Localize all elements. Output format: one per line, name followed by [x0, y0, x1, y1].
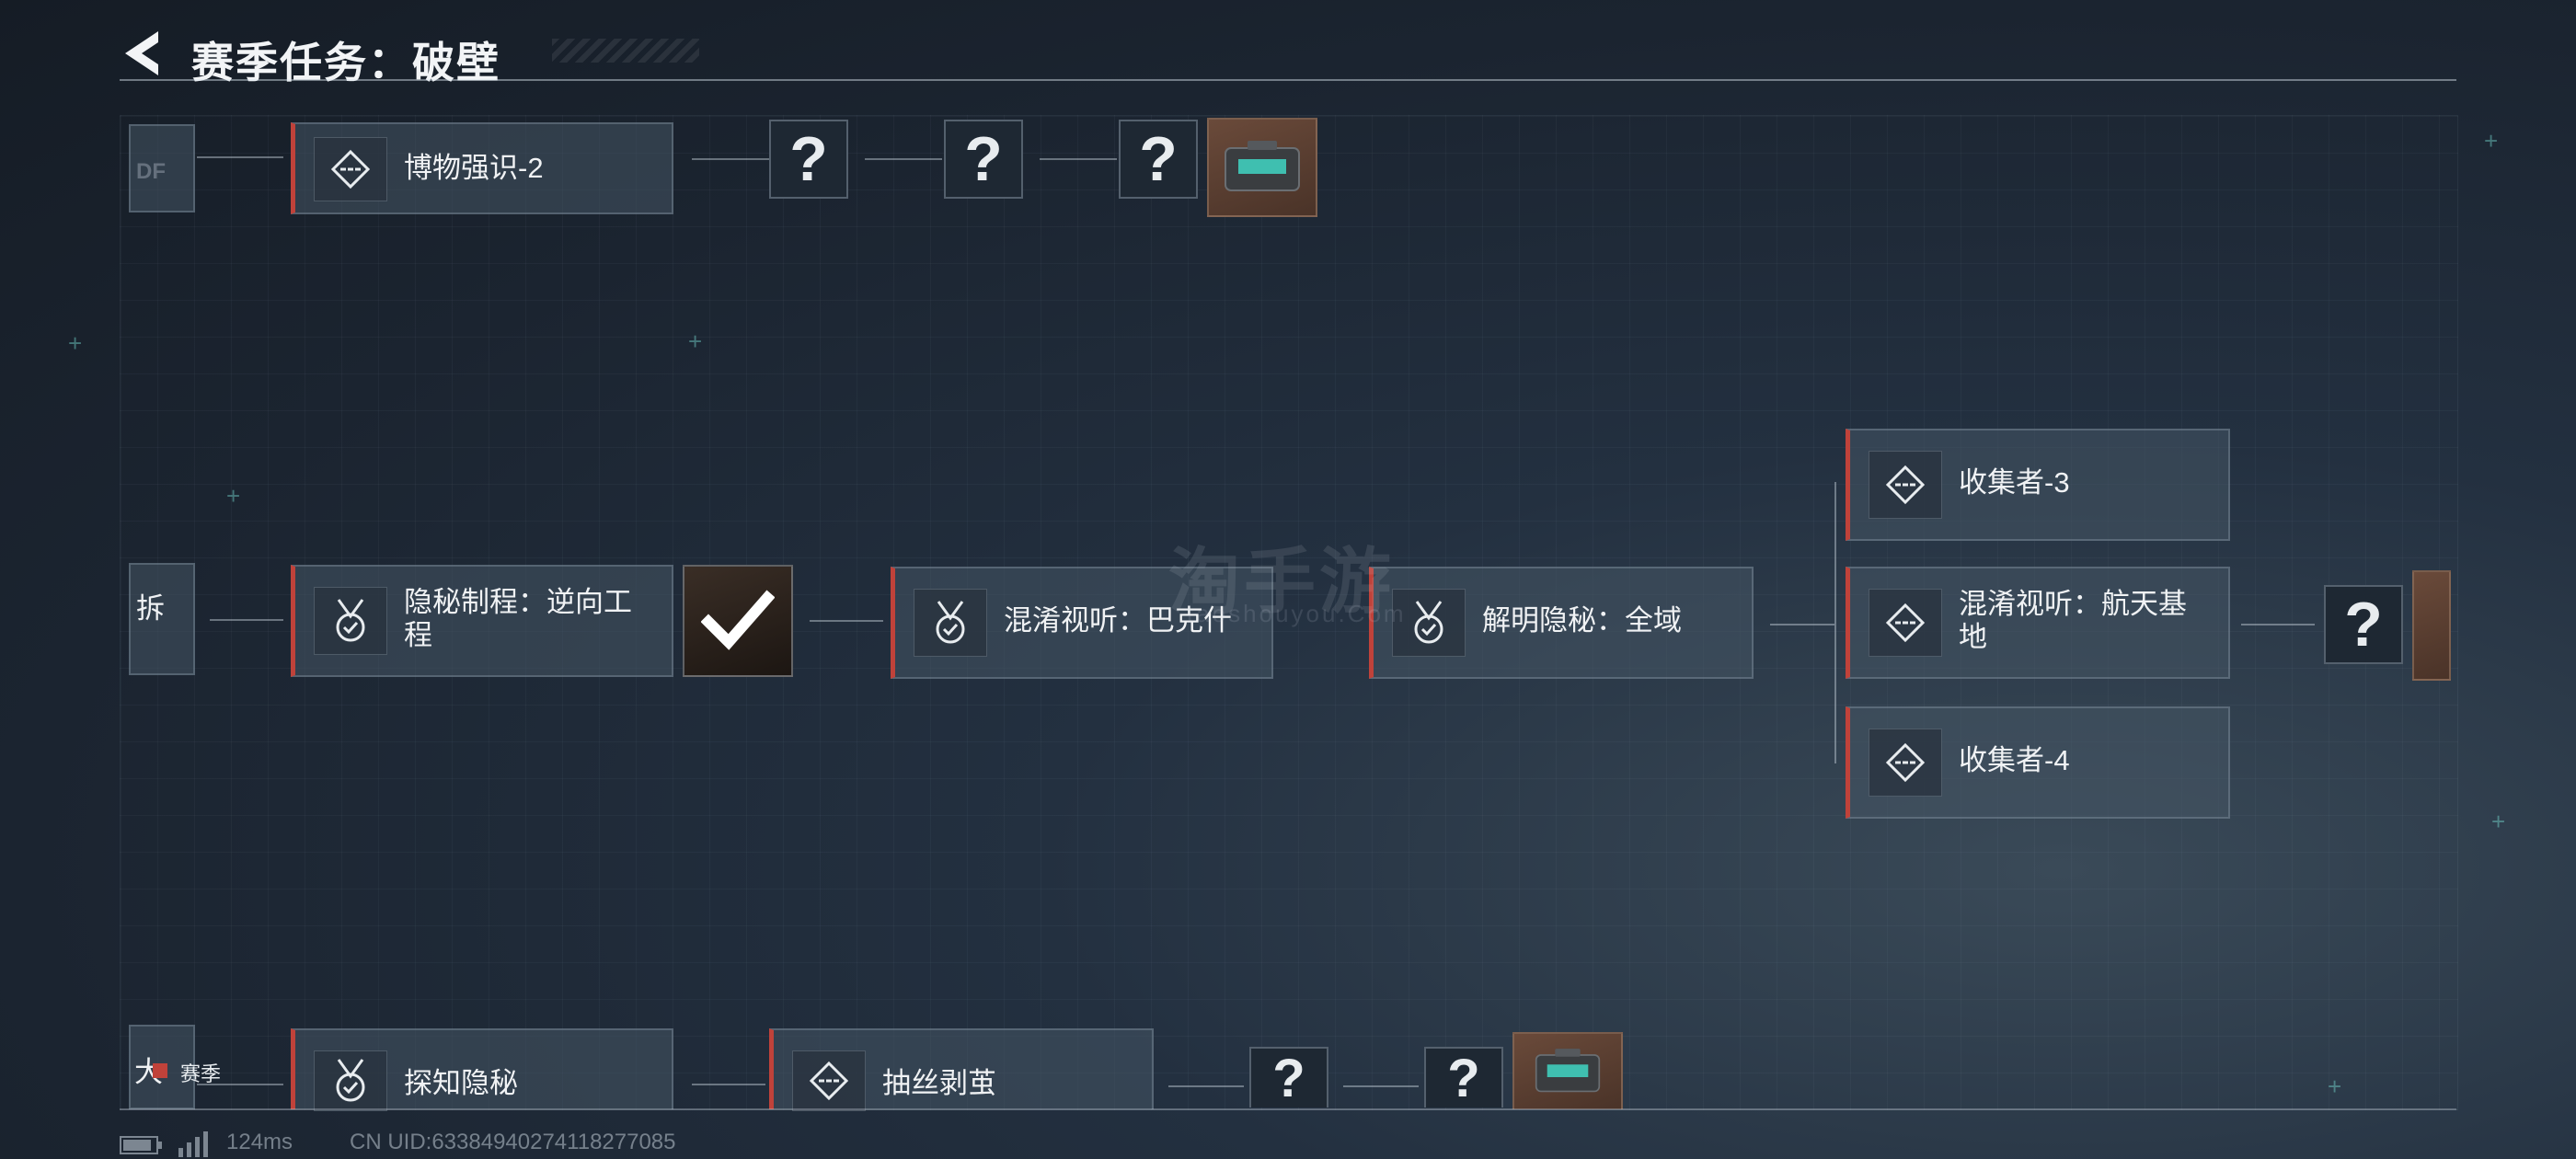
ping-latency: 124ms [226, 1130, 293, 1154]
season-tag: 赛季 [180, 1062, 222, 1085]
plus-marker: + [2484, 127, 2499, 155]
page-header: 赛季任务：破壁 [120, 26, 2456, 86]
task-icon-box [1869, 451, 1942, 519]
plus-marker: + [2328, 1073, 2342, 1100]
task-card-label: 收集者-3 [1959, 466, 2070, 499]
medal-check-icon [336, 599, 365, 642]
task-card-label: 混淆视听：巴克什 [1004, 604, 1232, 637]
task-icon-box [314, 1050, 387, 1111]
connector-line [865, 158, 942, 160]
connector-line [197, 156, 283, 158]
task-card-label: 解明隐秘：全域 [1482, 604, 1682, 637]
header-divider [120, 79, 2456, 81]
task-icon-box [1392, 589, 1466, 657]
connector-line [692, 158, 769, 160]
page-title: 赛季任务：破壁 [191, 39, 500, 86]
plus-marker: + [68, 329, 83, 357]
battery-icon [120, 1136, 162, 1154]
task-card-label: 探知隐秘 [404, 1067, 518, 1099]
offscreen-card-top[interactable]: DF [129, 124, 195, 212]
bottom-divider [120, 1108, 2456, 1110]
weapon-case-icon [1535, 1049, 1601, 1093]
season-tag-marker [153, 1063, 167, 1078]
medal-check-icon [336, 1059, 365, 1102]
watermark-logo: 淘手游 [1168, 541, 1396, 622]
task-icon-box [314, 587, 387, 655]
unknown-task-box[interactable]: ? [1119, 120, 1198, 199]
task-card-label: 抽丝剥茧 [882, 1067, 996, 1099]
connector-line [692, 1084, 765, 1085]
task-card-yinmi-zhicheng[interactable]: 隐秘制程：逆向工程 [291, 565, 673, 677]
plus-marker: + [226, 482, 241, 510]
diamond-dash-icon [330, 149, 371, 189]
unknown-task-box[interactable]: ? [2324, 585, 2403, 664]
diamond-dash-icon [1885, 602, 1926, 643]
task-card-label: 博物强识-2 [404, 152, 544, 184]
task-card-hunxiao-hangtian[interactable]: 混淆视听：航天基地 [1846, 567, 2230, 679]
connector-line [1770, 624, 1834, 625]
task-icon-box [1869, 729, 1942, 797]
task-card-label: 隐秘制程：逆向工程 [404, 586, 632, 651]
connector-line [210, 619, 283, 621]
checkmark-icon [701, 590, 775, 650]
reward-case-item[interactable] [1207, 118, 1317, 217]
task-card-jieming-quanyu[interactable]: 解明隐秘：全域 [1369, 567, 1754, 679]
task-card-chousi-bojian[interactable]: 抽丝剥茧 [769, 1028, 1154, 1111]
connector-line [1343, 1085, 1419, 1087]
offscreen-card-label: 拆 [136, 592, 165, 625]
back-arrow-icon [125, 31, 158, 75]
task-card-hunxiao-bakeshi[interactable]: 混淆视听：巴克什 [891, 567, 1273, 679]
task-card-label: 混淆视听：航天基地 [1959, 588, 2187, 653]
task-icon-box [1869, 589, 1942, 657]
task-card-bowu[interactable]: 博物强识-2 [291, 122, 673, 214]
plus-marker: + [2491, 808, 2506, 835]
medal-check-icon [936, 601, 965, 644]
offscreen-card-bottom[interactable]: 大 赛季 [129, 1025, 221, 1109]
plus-marker: + [688, 327, 703, 355]
branch-connector [1834, 482, 1836, 763]
connector-line [1168, 1085, 1244, 1087]
back-button[interactable] [120, 28, 166, 79]
player-uid: CN UID:63384940274118277085 [350, 1130, 676, 1154]
task-icon-box [792, 1050, 866, 1111]
task-card-shoujizhe-3[interactable]: 收集者-3 [1846, 429, 2230, 541]
unknown-task-box[interactable]: ? [1424, 1047, 1503, 1108]
task-icon-box [914, 589, 987, 657]
watermark-sub: taoshouyou.Com [1187, 600, 1407, 627]
diamond-dash-icon [809, 1061, 849, 1101]
unknown-task-box[interactable]: ? [944, 120, 1023, 199]
diamond-dash-icon [1885, 465, 1926, 505]
task-card-label: 收集者-4 [1959, 744, 2070, 776]
reward-case-item[interactable] [1512, 1032, 1623, 1109]
offscreen-card-label: DF [136, 159, 166, 184]
unknown-task-box[interactable]: ? [769, 120, 848, 199]
signal-icon [178, 1131, 208, 1157]
weapon-case-icon [1225, 141, 1300, 191]
offscreen-card-middle[interactable]: 拆 [129, 563, 195, 675]
medal-check-icon [1414, 601, 1443, 644]
task-card-shoujizhe-4[interactable]: 收集者-4 [1846, 706, 2230, 819]
task-card-tanzhi-yinmi[interactable]: 探知隐秘 [291, 1028, 673, 1111]
reward-case-item-partial[interactable] [2412, 570, 2451, 681]
connector-line [810, 620, 883, 622]
diamond-dash-icon [1885, 742, 1926, 783]
unknown-task-box[interactable]: ? [1249, 1047, 1328, 1108]
connector-line [1040, 158, 1117, 160]
connector-line [197, 1084, 283, 1085]
task-icon-box [314, 137, 387, 201]
completed-reward[interactable] [683, 565, 793, 677]
title-stripe-decoration [552, 39, 699, 63]
connector-line [2241, 624, 2315, 625]
